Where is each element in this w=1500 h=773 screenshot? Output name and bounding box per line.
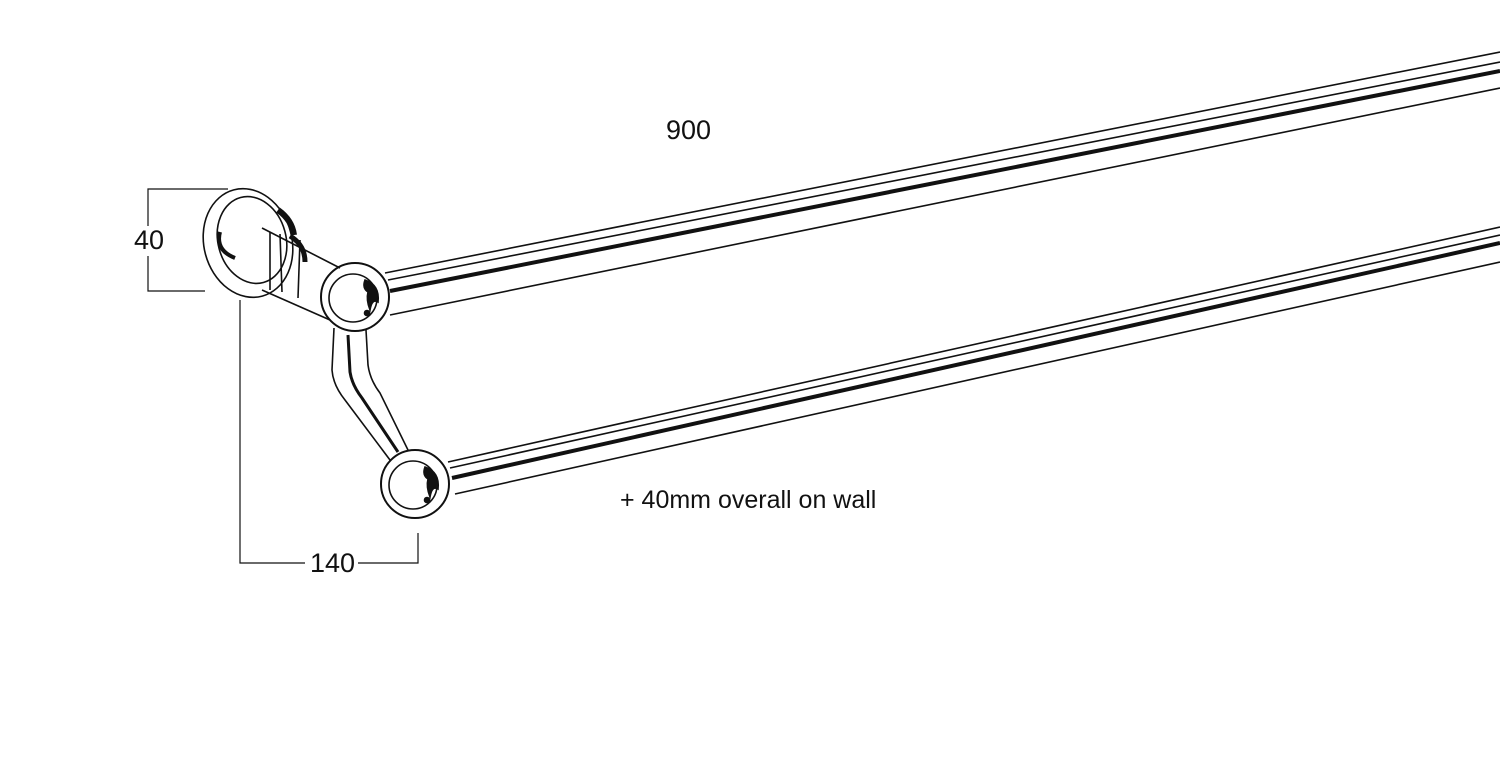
bottom-rail	[447, 226, 1500, 495]
lower-ball-joint	[380, 449, 450, 519]
top-rail	[384, 51, 1500, 316]
dimension-140	[239, 300, 419, 564]
projection-dimension-label: 140	[310, 548, 356, 578]
height-dimension-label: 40	[134, 225, 165, 255]
upper-ball-joint	[320, 262, 390, 332]
dimension-40	[147, 188, 228, 292]
wall-plate	[202, 187, 297, 299]
length-dimension-label: 900	[666, 115, 712, 145]
wall-note: + 40mm overall on wall	[620, 486, 877, 514]
bracket-arm	[331, 327, 409, 461]
bracket-post	[261, 227, 341, 321]
